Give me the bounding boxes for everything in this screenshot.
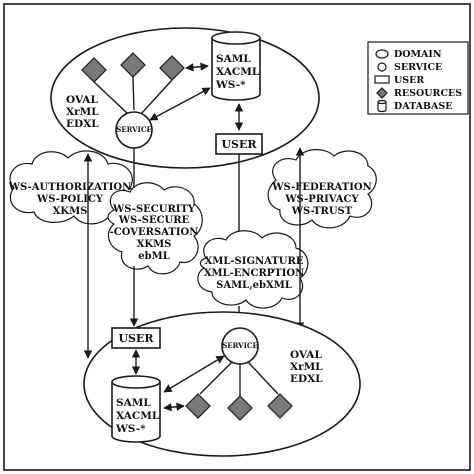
bottom-user-label: USER: [118, 332, 154, 345]
bottom-resource-2-icon: [227, 395, 253, 421]
center-upper-cloud-shape: [107, 182, 203, 275]
right-cloud-line-2: WS-PRIVACY: [284, 194, 359, 205]
legend-label-user: USER: [394, 75, 424, 86]
bottom-db-line-3: WS-*: [115, 423, 146, 435]
top-service-label: SERVICE: [116, 125, 152, 134]
bottom-database-icon: [111, 375, 161, 443]
center-upper-line-1: WS-SECURITY: [112, 204, 196, 215]
top-database-icon: [211, 31, 261, 101]
bottom-db-line-2: XACML: [116, 410, 160, 422]
top-user-label: USER: [221, 138, 257, 151]
bottom-user-icon: [111, 327, 161, 349]
legend-cylinder-icon: [377, 99, 387, 113]
left-cloud-line-3: XKMS: [53, 206, 88, 217]
top-db-line-3: WS-*: [215, 79, 246, 91]
left-cloud-shape: [9, 150, 136, 225]
top-side-line-1: OVAL: [66, 94, 98, 106]
center-upper-line-2: WS-SECURE: [118, 215, 190, 226]
bottom-service-label: SERVICE: [222, 341, 258, 350]
legend-rectangle-icon: [374, 75, 390, 84]
center-lower-line-2: XML-ENCRPTION: [204, 268, 305, 279]
bottom-side-line-2: XrML: [290, 361, 323, 373]
left-cloud-line-2: WS-POLICY: [36, 194, 104, 205]
legend-label-domain: DOMAIN: [394, 49, 442, 60]
legend-label-database: DATABASE: [394, 101, 453, 112]
right-cloud-shape: [267, 149, 377, 229]
center-upper-line-3: -COVERSATION: [110, 227, 199, 238]
bottom-resource-1-icon: [185, 393, 211, 419]
bottom-db-line-1: SAML: [116, 397, 151, 409]
bottom-side-line-3: EDXL: [290, 373, 323, 385]
top-db-line-2: XACML: [216, 66, 260, 78]
legend-label-service: SERVICE: [394, 62, 442, 73]
diagram-frame: [3, 3, 471, 471]
right-cloud-line-3: WS-TRUST: [291, 206, 353, 217]
legend-diamond-icon: [376, 87, 388, 99]
legend-label-resources: RESOURCES: [394, 88, 462, 99]
center-lower-line-1: XML-SIGNATURE: [205, 256, 304, 267]
legend-ellipse-icon: [375, 49, 389, 59]
center-upper-line-4: XKMS: [137, 239, 172, 250]
bottom-resource-3-icon: [267, 393, 293, 419]
top-side-line-2: XrML: [66, 106, 99, 118]
top-side-line-3: EDXL: [66, 118, 99, 130]
legend-circle-icon: [377, 62, 387, 72]
top-db-line-1: SAML: [216, 53, 251, 65]
bottom-side-line-1: OVAL: [290, 349, 322, 361]
left-cloud-line-1: WS-AUTHORIZATION: [8, 182, 132, 193]
center-upper-line-5: ebML: [138, 251, 169, 262]
right-cloud-line-1: WS-FEDERATION: [271, 182, 371, 193]
center-lower-line-3: SAML,ebXML: [216, 280, 292, 291]
